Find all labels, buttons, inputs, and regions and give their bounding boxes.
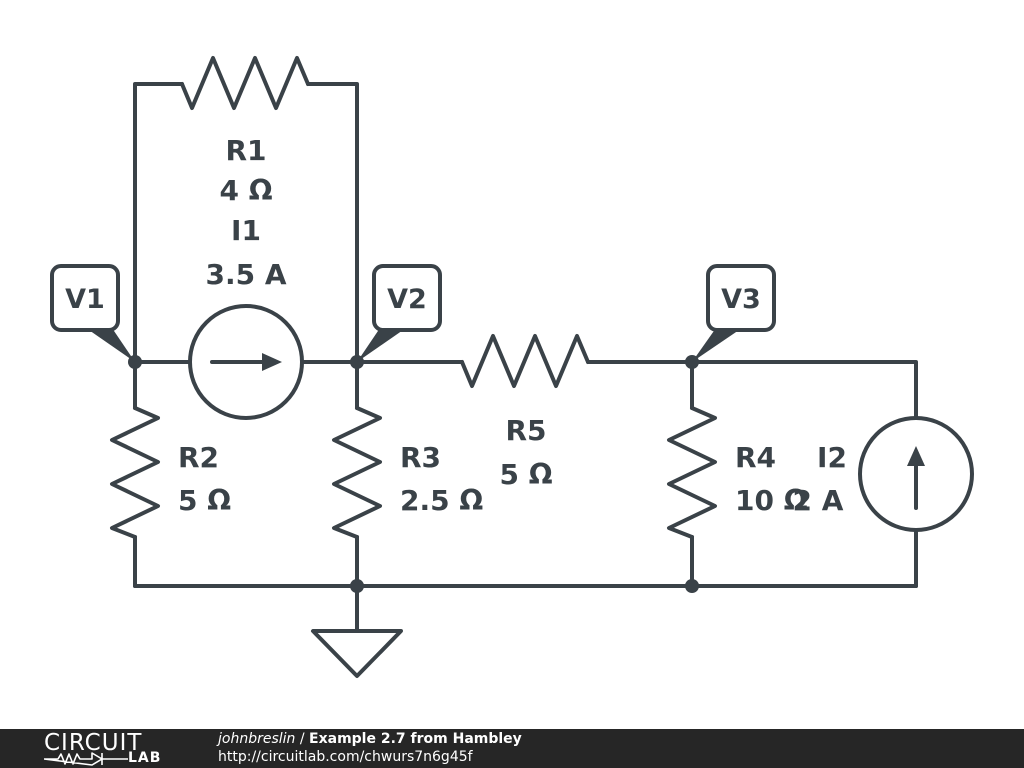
resistor-r2 [110, 406, 160, 539]
arrow-up-icon [907, 446, 925, 466]
current-source-i2 [858, 416, 974, 532]
attribution-separator: / [295, 731, 310, 747]
circuit-url[interactable]: http://circuitlab.com/chwurs7n6g45f [218, 749, 473, 765]
i2-name: I2 [817, 441, 847, 474]
current-source-i1 [188, 304, 304, 420]
resistor-r5 [460, 334, 590, 388]
resistor-diode-icon [43, 752, 128, 766]
wire-r1-right [306, 82, 359, 364]
resistor-r4 [667, 406, 717, 539]
probe-v3-label: V3 [721, 284, 761, 315]
r2-value: 5 Ω [178, 484, 231, 517]
probe-v2[interactable]: V2 [357, 264, 442, 362]
wire-i2-top [690, 360, 918, 420]
i2-value: 2 A [793, 484, 844, 517]
r5-name: R5 [505, 414, 546, 447]
r3-name: R3 [400, 441, 441, 474]
r4-name: R4 [735, 441, 776, 474]
circuit-title[interactable]: Example 2.7 from Hambley [309, 731, 522, 747]
r1-name: R1 [225, 134, 266, 167]
wire-r1-left [133, 82, 184, 364]
junction-r4-bottom [685, 579, 699, 593]
brand-logo-top: CIRCUIT [44, 730, 143, 756]
r3-value: 2.5 Ω [400, 484, 483, 517]
footer-bar: CIRCUIT LAB johnbreslin / Example 2.7 fr… [0, 729, 1024, 768]
resistor-r3 [332, 406, 382, 539]
arrow-right-icon [262, 353, 282, 371]
circuit-schematic: V1 V2 V3 R1 4 Ω I1 3.5 A R2 5 Ω R3 2.5 Ω… [50, 56, 974, 678]
r1-value: 4 Ω [219, 174, 272, 207]
i1-name: I1 [231, 214, 261, 247]
r2-name: R2 [178, 441, 219, 474]
brand-logo-bottom: LAB [128, 750, 162, 766]
r4-value: 10 Ω [735, 484, 808, 517]
probe-v3[interactable]: V3 [692, 264, 776, 362]
probe-v2-label: V2 [387, 284, 427, 315]
ground-icon [311, 629, 403, 678]
resistor-r1 [180, 56, 310, 110]
circuit-attribution: johnbreslin / Example 2.7 from Hambley [218, 731, 522, 747]
i1-value: 3.5 A [205, 258, 286, 291]
r5-value: 5 Ω [499, 458, 552, 491]
junction-ground [350, 579, 364, 593]
probe-v1[interactable]: V1 [50, 264, 135, 362]
author-link[interactable]: johnbreslin [218, 731, 296, 747]
wires [133, 82, 918, 633]
junctions [128, 355, 699, 593]
probe-v1-label: V1 [65, 284, 105, 315]
brand-logo[interactable]: LAB [43, 750, 174, 768]
